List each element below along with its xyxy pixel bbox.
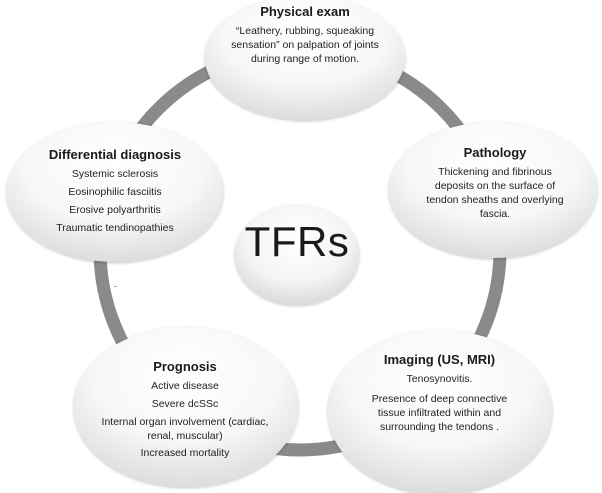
- node-differential-title: Differential diagnosis: [48, 147, 182, 162]
- node-prognosis-item-2: Severe dcSSc: [151, 397, 219, 410]
- node-pathology-text: Thickening and fibrinous deposits on the…: [426, 166, 564, 220]
- node-prognosis-item-4: Increased mortality: [140, 447, 230, 460]
- node-physical-exam-text: “Leathery, rubbing, squeaking sensation”…: [231, 25, 379, 65]
- node-differential-shape: [7, 122, 223, 262]
- node-differential-item-1: Systemic sclerosis: [71, 168, 159, 180]
- node-physical-exam: Physical exam “Leathery, rubbing, squeak…: [225, 4, 385, 73]
- node-prognosis: Prognosis Active disease Severe dcSSc In…: [95, 359, 275, 465]
- node-imaging: Imaging (US, MRI) Tenosynovitis. Presenc…: [352, 352, 527, 440]
- node-differential-item-4: Traumatic tendinopathies: [56, 221, 174, 234]
- node-pathology: Pathology Thickening and fibrinous depos…: [410, 145, 580, 227]
- node-prognosis-shape: [74, 327, 298, 487]
- node-prognosis-item-3: Internal organ involvement (cardiac, ren…: [101, 415, 269, 442]
- node-imaging-shape: [328, 330, 552, 493]
- node-physical-exam-shape: [205, 0, 405, 120]
- node-pathology-title: Pathology: [463, 145, 527, 160]
- node-pathology-shape: [389, 122, 597, 258]
- node-imaging-text-1: Tenosynovitis.: [406, 373, 473, 385]
- node-differential-item-2: Eosinophilic fasciitis: [68, 185, 162, 198]
- center-label: TFRs: [244, 218, 350, 265]
- stray-mark: -: [114, 281, 117, 291]
- center-circle: [235, 205, 359, 305]
- node-imaging-text-2: Presence of deep connective tissue infil…: [371, 392, 508, 433]
- node-prognosis-title: Prognosis: [153, 359, 217, 374]
- node-prognosis-item-1: Active disease: [151, 380, 219, 392]
- node-differential-item-3: Erosive polyarthritis: [69, 203, 161, 216]
- node-physical-exam-title: Physical exam: [260, 4, 350, 19]
- node-imaging-title: Imaging (US, MRI): [383, 352, 496, 367]
- node-differential: Differential diagnosis Systemic sclerosi…: [25, 147, 205, 239]
